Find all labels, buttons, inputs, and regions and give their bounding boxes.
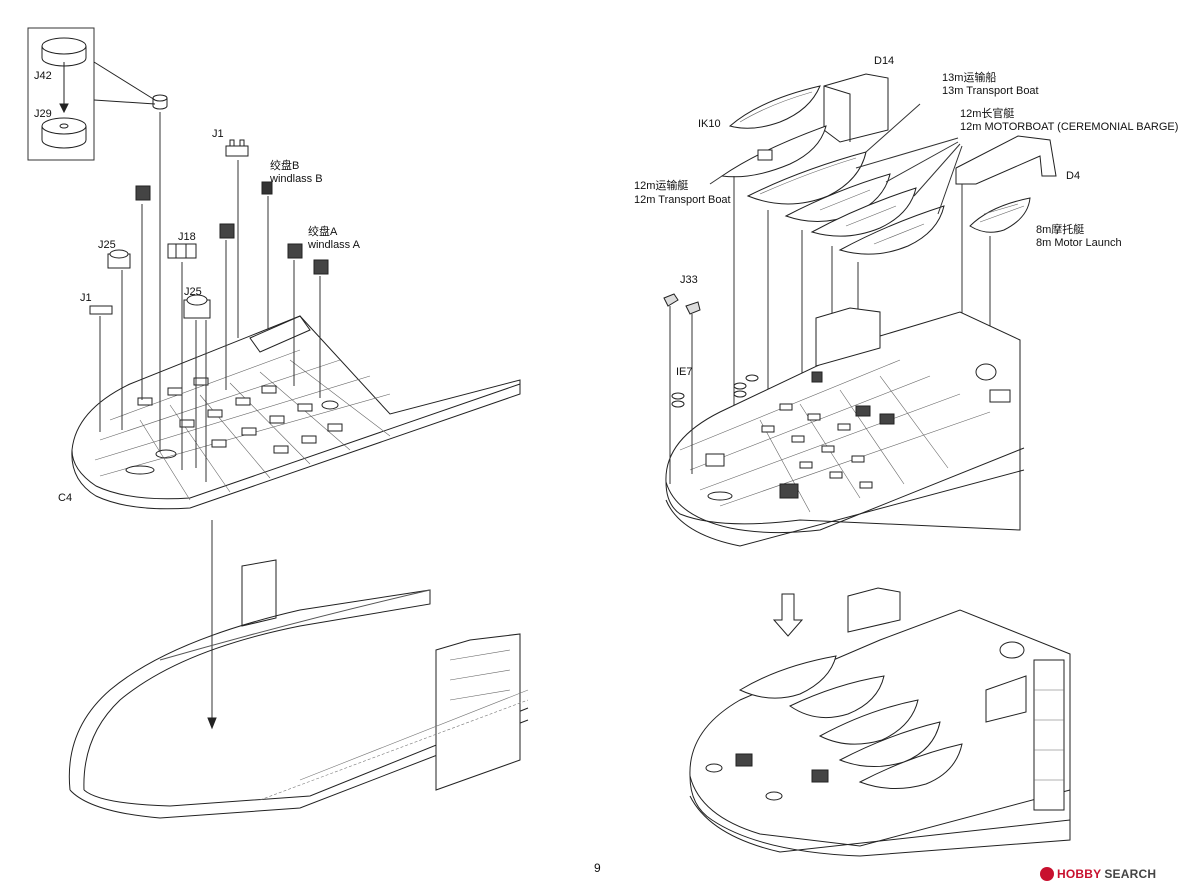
- label-j25-mid: J25: [184, 286, 202, 298]
- label-windlass-a-en: windlass A: [308, 239, 360, 251]
- bow-deck-left: [71, 315, 521, 510]
- label-boat13-cn: 13m运输船: [942, 72, 997, 84]
- label-windlass-a-cn: 绞盘A: [308, 226, 338, 238]
- watermark: HOBBY SEARCH: [1040, 866, 1156, 882]
- boats-floating-right: [709, 73, 1057, 470]
- label-c4: C4: [58, 492, 73, 504]
- label-j1-top: J1: [212, 128, 224, 140]
- label-j33: J33: [680, 274, 698, 286]
- label-j25-left: J25: [98, 239, 116, 251]
- page-number: 9: [594, 861, 601, 875]
- label-windlass-b-en: windlass B: [270, 173, 323, 185]
- floating-parts-left: [89, 112, 329, 482]
- label-barge12-en: 12m MOTORBOAT (CEREMONIAL BARGE): [960, 121, 1179, 133]
- detail-inset-j42-j29: [27, 27, 168, 161]
- label-boat12-cn: 12m运输艇: [634, 180, 689, 192]
- label-boat13-en: 13m Transport Boat: [942, 85, 1039, 97]
- label-d14: D14: [874, 55, 895, 67]
- label-d4: D4: [1066, 170, 1081, 182]
- label-boat12-en: 12m Transport Boat: [634, 194, 731, 206]
- watermark-logo-icon: [1040, 867, 1054, 881]
- label-j18: J18: [178, 231, 196, 243]
- label-ie7: IE7: [676, 366, 693, 378]
- deck-assembly-right: [663, 293, 1025, 547]
- label-launch8-cn: 8m摩托艇: [1036, 224, 1085, 236]
- label-j29: J29: [34, 108, 52, 120]
- label-ik10: IK10: [698, 118, 721, 130]
- label-windlass-b-cn: 绞盘B: [270, 160, 300, 172]
- label-barge12-cn: 12m长官艇: [960, 108, 1015, 120]
- label-j42: J42: [34, 70, 52, 82]
- label-j1-left: J1: [80, 292, 92, 304]
- label-launch8-en: 8m Motor Launch: [1036, 237, 1122, 249]
- watermark-brand: HOBBY: [1057, 867, 1102, 881]
- hull-bow-left: [68, 520, 529, 819]
- completed-view-right: [689, 587, 1071, 857]
- watermark-suffix: SEARCH: [1104, 867, 1157, 881]
